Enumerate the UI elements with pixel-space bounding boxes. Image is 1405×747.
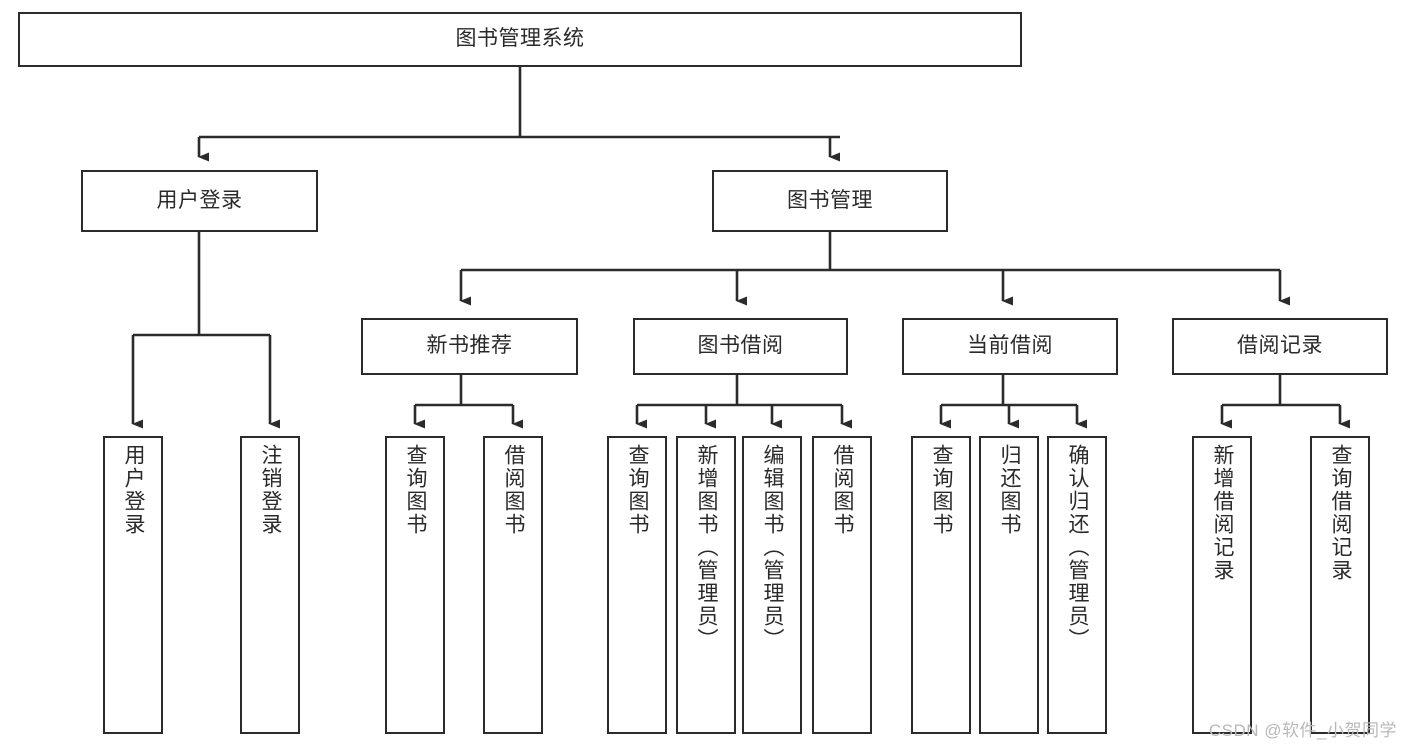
node-new-book-recommend[interactable]: 新书推荐: [361, 318, 578, 375]
node-leaf-bb-query-book-label: 查询图书: [626, 444, 650, 536]
node-leaf-br-add-record-label: 新增借阅记录: [1211, 444, 1235, 582]
node-leaf-br-query-record-label: 查询借阅记录: [1329, 444, 1353, 582]
node-leaf-nb-borrow-book[interactable]: 借阅图书: [483, 436, 543, 734]
node-leaf-user-login[interactable]: 用户登录: [103, 436, 163, 734]
node-borrow-record[interactable]: 借阅记录: [1172, 318, 1388, 375]
node-leaf-br-add-record[interactable]: 新增借阅记录: [1192, 436, 1252, 734]
node-leaf-cb-query-book-label: 查询图书: [930, 444, 954, 536]
node-leaf-cb-confirm-return-label: 确认归还（管理员）: [1066, 444, 1090, 651]
node-book-borrow-label: 图书借阅: [697, 334, 784, 358]
node-leaf-bb-add-book[interactable]: 新增图书（管理员）: [676, 436, 736, 734]
node-leaf-bb-edit-book-label: 编辑图书（管理员）: [761, 444, 785, 651]
node-leaf-user-login-label: 用户登录: [122, 444, 146, 536]
node-borrow-record-label: 借阅记录: [1237, 334, 1323, 358]
node-leaf-cb-query-book[interactable]: 查询图书: [911, 436, 971, 734]
node-leaf-cb-return-book-label: 归还图书: [998, 444, 1022, 536]
node-root[interactable]: 图书管理系统: [18, 12, 1022, 67]
node-current-borrow-label: 当前借阅: [967, 334, 1053, 358]
node-root-label: 图书管理系统: [455, 27, 585, 51]
node-leaf-bb-query-book[interactable]: 查询图书: [607, 436, 667, 734]
node-leaf-br-query-record[interactable]: 查询借阅记录: [1310, 436, 1370, 734]
node-leaf-nb-query-book-label: 查询图书: [404, 444, 428, 536]
node-leaf-bb-add-book-label: 新增图书（管理员）: [695, 444, 719, 651]
node-new-book-recommend-label: 新书推荐: [426, 334, 513, 358]
node-leaf-cb-confirm-return[interactable]: 确认归还（管理员）: [1047, 436, 1107, 734]
node-leaf-nb-query-book[interactable]: 查询图书: [385, 436, 445, 734]
watermark-text: CSDN @软件_小贺同学: [1208, 721, 1397, 740]
node-leaf-bb-borrow-book-label: 借阅图书: [831, 444, 855, 536]
node-current-borrow[interactable]: 当前借阅: [902, 318, 1118, 375]
node-book-borrow[interactable]: 图书借阅: [633, 318, 848, 375]
node-leaf-bb-borrow-book[interactable]: 借阅图书: [812, 436, 872, 734]
node-leaf-nb-borrow-book-label: 借阅图书: [502, 444, 526, 536]
node-leaf-logout-label: 注销登录: [259, 444, 283, 536]
node-leaf-cb-return-book[interactable]: 归还图书: [979, 436, 1039, 734]
node-leaf-bb-edit-book[interactable]: 编辑图书（管理员）: [742, 436, 802, 734]
node-user-login-label: 用户登录: [156, 188, 243, 212]
node-leaf-logout[interactable]: 注销登录: [240, 436, 300, 734]
node-user-login[interactable]: 用户登录: [81, 170, 318, 232]
node-book-manage-label: 图书管理: [787, 188, 873, 212]
node-book-manage[interactable]: 图书管理: [712, 170, 948, 232]
